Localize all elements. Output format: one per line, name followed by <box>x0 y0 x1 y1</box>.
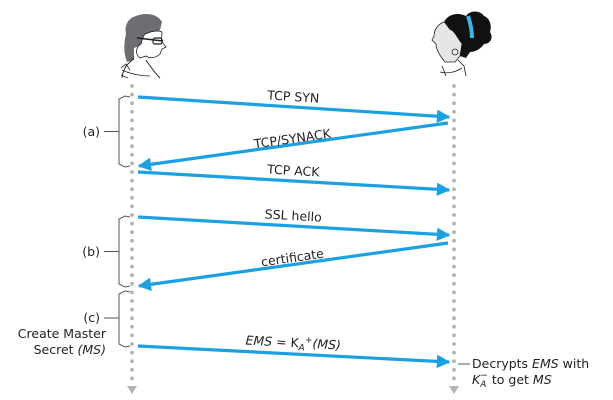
man-head-icon <box>120 14 167 79</box>
lifeline-left <box>127 84 137 394</box>
phase-label-b: (b) <box>82 244 100 259</box>
arrow-ssl-hello <box>137 215 451 242</box>
bracket-b <box>118 215 131 288</box>
msg-label-tcp-synack: TCP/SYNACK <box>252 126 333 152</box>
bracket-c <box>118 290 131 348</box>
msg-label-tcp-syn: TCP SYN <box>266 87 320 105</box>
arrow-tcp-ack <box>137 170 451 197</box>
lifeline-right <box>449 84 459 394</box>
phase-label-a: (a) <box>83 124 100 139</box>
bracket-a <box>118 95 131 168</box>
message-arrows <box>137 95 451 369</box>
create-master-secret-line1: Create Master <box>18 326 107 341</box>
phase-brackets <box>104 95 131 348</box>
lifelines <box>127 84 459 394</box>
phase-label-c: (c) <box>83 310 100 325</box>
lifeline-end-arrow-icon <box>127 386 137 394</box>
arrow-ems <box>137 344 451 369</box>
msg-label-ems: EMS = KA+(MS) <box>245 333 341 356</box>
msg-label-ssl-hello: SSL hello <box>264 206 322 224</box>
arrow-tcp-syn <box>137 95 451 123</box>
arrow-tcp-synack <box>137 121 449 171</box>
arrow-certificate <box>137 241 449 291</box>
msg-label-tcp-ack: TCP ACK <box>266 161 321 179</box>
woman-head-icon <box>431 11 492 77</box>
create-master-secret-line2: Secret (MS) <box>34 342 106 357</box>
server-note-line2: KA− to get MS <box>472 371 552 390</box>
lifeline-end-arrow-icon <box>449 386 459 394</box>
server-note-line1: Decrypts EMS with <box>472 356 589 371</box>
